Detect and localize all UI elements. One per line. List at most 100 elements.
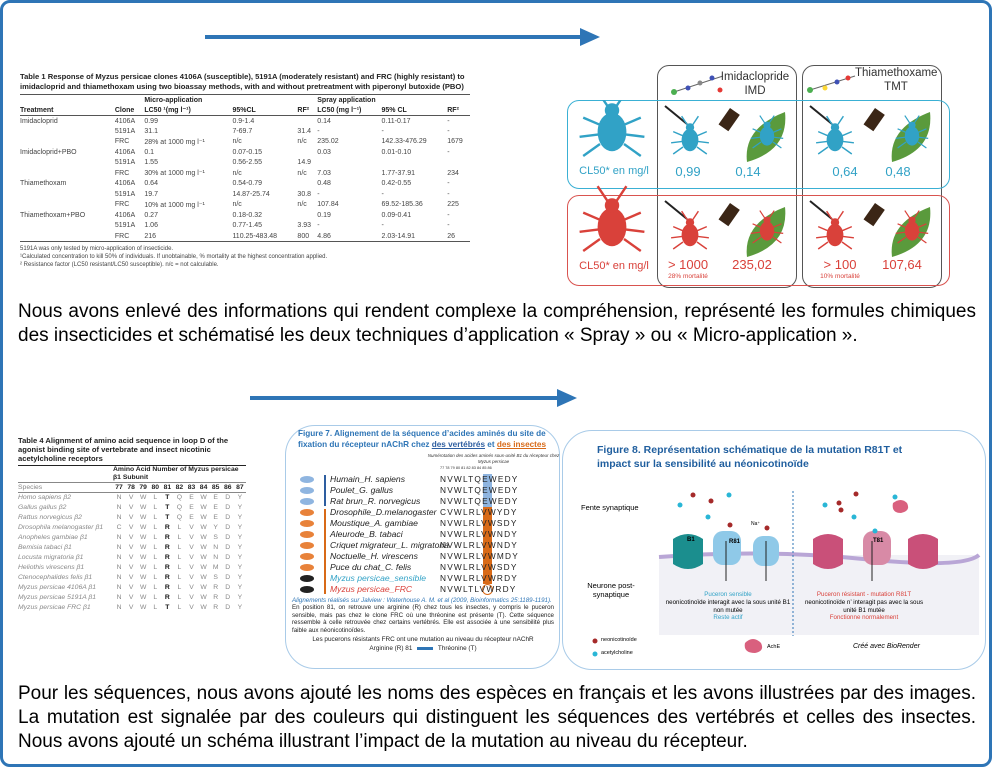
table-cell: 1679	[447, 138, 463, 146]
figure7-title-vertebrates: des vertébrés	[431, 439, 486, 449]
species-name: Puce du chat_C. felis	[330, 562, 412, 572]
figure7-text-block: Alignements réalisés sur Jalview : Water…	[292, 597, 554, 653]
imd-column-box	[657, 65, 797, 288]
table-cell: Imidacloprid	[20, 117, 58, 125]
residue: S	[213, 573, 218, 581]
residue: R	[213, 593, 219, 601]
residue: V	[128, 494, 134, 501]
table-cell: 0.11-0.17	[381, 117, 411, 125]
table-cell: 0.48	[317, 180, 331, 188]
residue: L	[177, 533, 182, 541]
resistant-tmt-note: 10% mortalité	[820, 273, 860, 280]
residue: N	[116, 563, 122, 571]
residue: V	[128, 523, 134, 531]
table-cell: 0.07-0.15	[232, 148, 263, 156]
leaf-aphid-icon	[895, 115, 929, 149]
residue: D	[225, 523, 231, 531]
leaf-aphid-icon	[750, 210, 784, 244]
sequence: NVWLRLVWNDY	[440, 529, 519, 539]
sensitive-tmt-micro: 0,64	[832, 164, 858, 179]
species-icon	[300, 542, 314, 549]
table-cell: 0.42-0.55	[381, 180, 412, 188]
residue: W	[200, 603, 207, 611]
species-name: Drosophila melanogaster β1	[18, 523, 104, 531]
sequence: NVWLTQEWEDY	[440, 496, 519, 506]
residue: Q	[176, 513, 183, 521]
table-cell: 235.02	[317, 138, 339, 146]
residue: D	[225, 513, 231, 521]
to-residue: Thréonine (T)	[437, 645, 477, 653]
residue: L	[177, 573, 182, 581]
table-cell	[447, 158, 470, 169]
residue: V	[128, 553, 134, 561]
residue: V	[189, 603, 194, 611]
table-cell: 0.01-0.10	[381, 148, 412, 156]
residue: L	[177, 593, 182, 601]
residue: D	[225, 533, 231, 541]
resistant-imd-micro: > 1000	[667, 257, 709, 272]
residue: V	[128, 543, 134, 551]
residue: N	[116, 593, 122, 601]
table-cell: 225	[447, 201, 459, 209]
sequence: NVWLRLVWSDY	[440, 518, 518, 528]
table-cell: -	[447, 148, 450, 156]
residue: W	[200, 543, 207, 551]
position-header: 79	[139, 483, 147, 491]
residue: T	[165, 513, 170, 521]
species-icon	[300, 575, 314, 582]
table-cell	[20, 168, 115, 179]
right-text: neonicotinoïde n’ interagit pas avec la …	[804, 598, 924, 614]
residue: W	[139, 513, 147, 521]
residue: Y	[237, 593, 243, 601]
table-cell: 0.19	[317, 211, 331, 219]
credit: Créé avec BioRender	[853, 643, 920, 650]
table1-header: Treatment	[20, 106, 54, 114]
residue: V	[189, 523, 194, 531]
table-cell	[317, 158, 381, 169]
residue: E	[213, 503, 218, 511]
legend-neo: neonicotinoïde	[601, 637, 637, 643]
spray-can-icon	[863, 107, 885, 132]
residue: R	[164, 563, 170, 571]
table-cell: 4106A	[114, 117, 136, 125]
table-cell: 0.09-0.41	[381, 211, 412, 219]
table-cell	[297, 116, 317, 127]
residue: R	[164, 523, 170, 531]
t81-receptor	[863, 531, 891, 565]
spray-can-icon	[863, 203, 885, 227]
resistant-label: CL50* en mg/l	[579, 260, 649, 272]
table-cell: 0.9-1.4	[232, 117, 255, 125]
residue: Y	[237, 533, 243, 541]
residue: V	[128, 573, 134, 581]
species-name: Ctenocephalides felis β1	[18, 573, 93, 581]
table-cell: n/c	[232, 138, 242, 146]
receptor-schematic	[592, 491, 981, 657]
residue: W	[200, 533, 207, 541]
position-header: 82	[175, 483, 184, 491]
treated-aphid-icon	[816, 210, 854, 250]
species-icon	[300, 498, 314, 505]
residue: L	[177, 583, 182, 591]
species-name: Noctuelle_H. virescens	[330, 551, 418, 561]
left-resistant-receptor	[813, 534, 843, 569]
label-t81: T81	[873, 538, 884, 544]
table-cell: -	[447, 180, 450, 188]
table-cell: 31.1	[144, 127, 158, 135]
residue: V	[128, 533, 134, 541]
table-cell: 1.77-37.91	[381, 169, 415, 177]
label-b1: B1	[687, 537, 695, 543]
residue: D	[225, 573, 231, 581]
species-icon	[300, 509, 314, 516]
table-cell: 0.56-2.55	[232, 159, 263, 167]
residue: L	[153, 593, 158, 601]
resistant-row-box	[567, 195, 950, 286]
label-neurone: Neurone post-synaptique	[587, 581, 635, 599]
figure7-title: Figure 7. Alignement de la séquence d’ac…	[298, 429, 558, 450]
table-cell: 1.06	[144, 222, 158, 230]
